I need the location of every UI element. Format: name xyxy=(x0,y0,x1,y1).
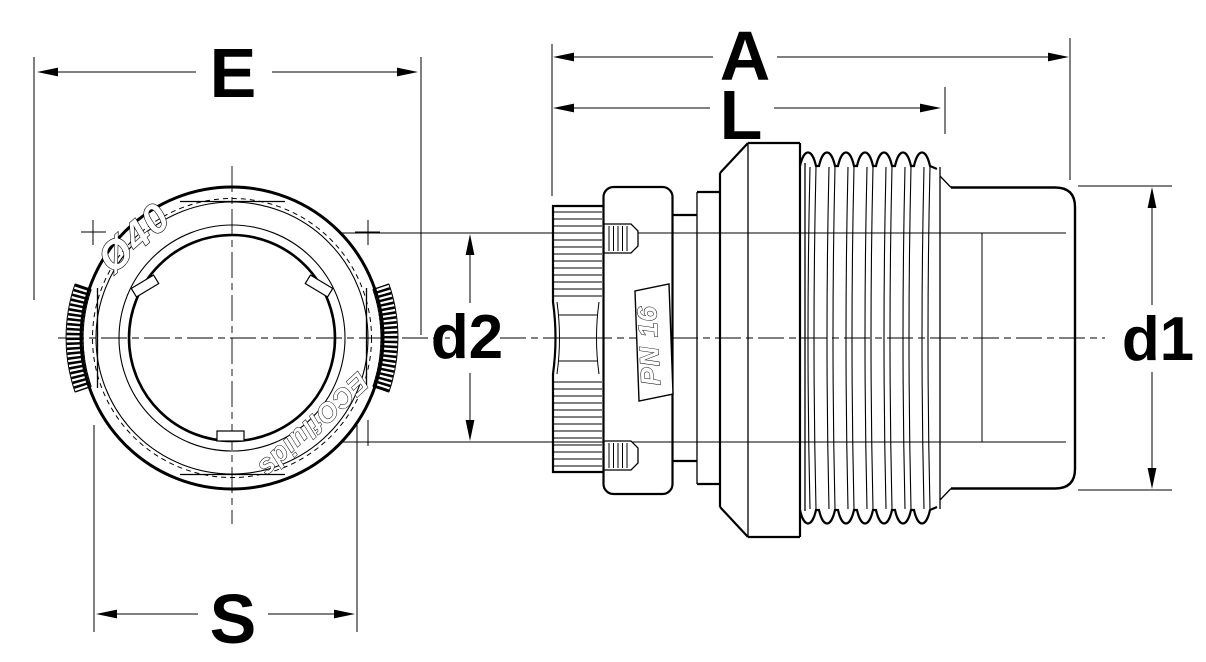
cap-body xyxy=(602,185,674,496)
dim-label-inner-diameter: d2 xyxy=(431,303,503,372)
rating-plate xyxy=(634,283,674,402)
dim-label-outer-diameter: E xyxy=(210,34,257,112)
inner-ring-circle xyxy=(118,224,346,452)
bore-tab-left xyxy=(130,274,160,298)
center-marks xyxy=(81,220,380,446)
side-view: PN 16 xyxy=(340,141,1105,539)
bore-tab-right xyxy=(304,274,334,298)
dimension-E: E xyxy=(33,34,422,335)
knurled-ring xyxy=(551,204,603,474)
grip-ring-serration xyxy=(92,198,372,478)
outlet-section xyxy=(951,186,1077,490)
bore-tab-bottom xyxy=(216,430,245,442)
pressure-rating-marking: PN 16 xyxy=(632,305,666,387)
dimension-d2: d2 xyxy=(431,234,503,441)
dim-label-across-flats: S xyxy=(210,580,257,658)
dim-label-outlet-diameter: d1 xyxy=(1122,305,1194,374)
dimension-d1: d1 xyxy=(1078,185,1194,491)
cap-clip-tab-bottom xyxy=(603,440,639,471)
thread-flanks xyxy=(807,166,931,510)
release-clip-left xyxy=(65,283,92,393)
dim-label-insertion-length: L xyxy=(720,76,763,154)
dimension-A: A xyxy=(551,17,1071,196)
dim-label-overall-length: A xyxy=(720,17,771,95)
dimension-S: S xyxy=(93,425,358,658)
bore-lines xyxy=(340,232,1066,443)
dimension-L: L xyxy=(553,76,946,154)
neck-and-collar xyxy=(673,141,806,539)
bore-tabs xyxy=(130,274,334,442)
thread-section xyxy=(798,151,952,525)
cap-clip-tab-top xyxy=(603,223,639,254)
grip-ring-flats xyxy=(96,200,368,476)
release-clip-right xyxy=(372,283,399,393)
